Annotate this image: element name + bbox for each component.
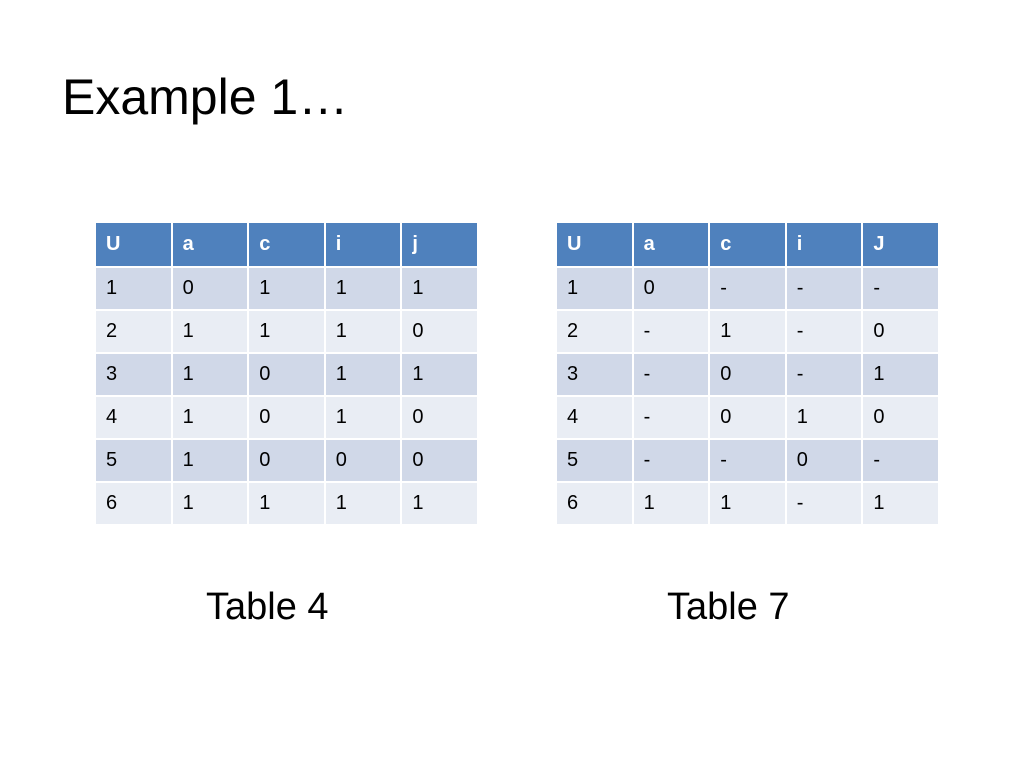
table-cell: - bbox=[631, 309, 711, 354]
table-cell: 1 bbox=[170, 481, 250, 526]
slide-title: Example 1… bbox=[62, 69, 349, 125]
table-cell: 1 bbox=[170, 352, 250, 397]
table-cell: 0 bbox=[247, 438, 326, 483]
table-cell: - bbox=[784, 352, 864, 397]
table-cell: 2 bbox=[555, 309, 634, 354]
column-header: U bbox=[555, 221, 634, 268]
table-cell: 1 bbox=[247, 481, 326, 526]
table-cell: 1 bbox=[247, 309, 326, 354]
table-cell: - bbox=[784, 309, 864, 354]
column-header: J bbox=[861, 221, 940, 268]
table-cell: 1 bbox=[400, 266, 479, 311]
table-cell: 1 bbox=[400, 352, 479, 397]
table-cell: 1 bbox=[784, 395, 864, 440]
table-cell: 1 bbox=[170, 395, 250, 440]
table-cell: - bbox=[784, 481, 864, 526]
table-cell: 1 bbox=[708, 309, 787, 354]
table-7-caption: Table 7 bbox=[667, 586, 790, 628]
table-cell: 1 bbox=[170, 438, 250, 483]
table-cell: 1 bbox=[555, 266, 634, 311]
table-cell: - bbox=[631, 395, 711, 440]
table-cell: - bbox=[708, 266, 787, 311]
table-cell: 1 bbox=[631, 481, 711, 526]
table-cell: 4 bbox=[94, 395, 173, 440]
column-header: a bbox=[170, 221, 250, 268]
table-cell: 1 bbox=[170, 309, 250, 354]
table-cell: 0 bbox=[784, 438, 864, 483]
table-cell: 1 bbox=[323, 309, 403, 354]
table-cell: 3 bbox=[555, 352, 634, 397]
column-header: i bbox=[323, 221, 403, 268]
table-cell: 0 bbox=[247, 352, 326, 397]
table-cell: 0 bbox=[247, 395, 326, 440]
column-header: c bbox=[708, 221, 787, 268]
table-cell: 3 bbox=[94, 352, 173, 397]
table-cell: 1 bbox=[323, 481, 403, 526]
table-row: 2-1-0 bbox=[555, 309, 940, 354]
table-row: 3-0-1 bbox=[555, 352, 940, 397]
table-cell: 2 bbox=[94, 309, 173, 354]
table-cell: 1 bbox=[94, 266, 173, 311]
column-header: i bbox=[784, 221, 864, 268]
table-cell: 0 bbox=[400, 309, 479, 354]
table-cell: - bbox=[861, 266, 940, 311]
table-cell: 1 bbox=[708, 481, 787, 526]
column-header: a bbox=[631, 221, 711, 268]
table-cell: 1 bbox=[247, 266, 326, 311]
table-cell: - bbox=[631, 352, 711, 397]
table-cell: 5 bbox=[555, 438, 634, 483]
table-cell: - bbox=[861, 438, 940, 483]
table-cell: 0 bbox=[708, 395, 787, 440]
table-row: 5--0- bbox=[555, 438, 940, 483]
table-cell: 5 bbox=[94, 438, 173, 483]
table-cell: 1 bbox=[861, 352, 940, 397]
table-4-caption: Table 4 bbox=[206, 586, 329, 628]
table-cell: 0 bbox=[708, 352, 787, 397]
column-header: c bbox=[247, 221, 326, 268]
table-cell: 0 bbox=[861, 395, 940, 440]
table-cell: 1 bbox=[323, 352, 403, 397]
table-cell: 1 bbox=[323, 266, 403, 311]
table-cell: 6 bbox=[555, 481, 634, 526]
table-cell: 0 bbox=[861, 309, 940, 354]
table-cell: 1 bbox=[400, 481, 479, 526]
table-cell: 1 bbox=[323, 395, 403, 440]
table-cell: 6 bbox=[94, 481, 173, 526]
table-cell: 0 bbox=[170, 266, 250, 311]
table-cell: - bbox=[631, 438, 711, 483]
table-cell: 0 bbox=[323, 438, 403, 483]
table-cell: - bbox=[784, 266, 864, 311]
column-header: j bbox=[400, 221, 479, 268]
table-cell: 4 bbox=[555, 395, 634, 440]
table-cell: 0 bbox=[400, 395, 479, 440]
table-cell: 0 bbox=[400, 438, 479, 483]
table-cell: 1 bbox=[861, 481, 940, 526]
column-header: U bbox=[94, 221, 173, 268]
table-cell: - bbox=[708, 438, 787, 483]
table-cell: 0 bbox=[631, 266, 711, 311]
